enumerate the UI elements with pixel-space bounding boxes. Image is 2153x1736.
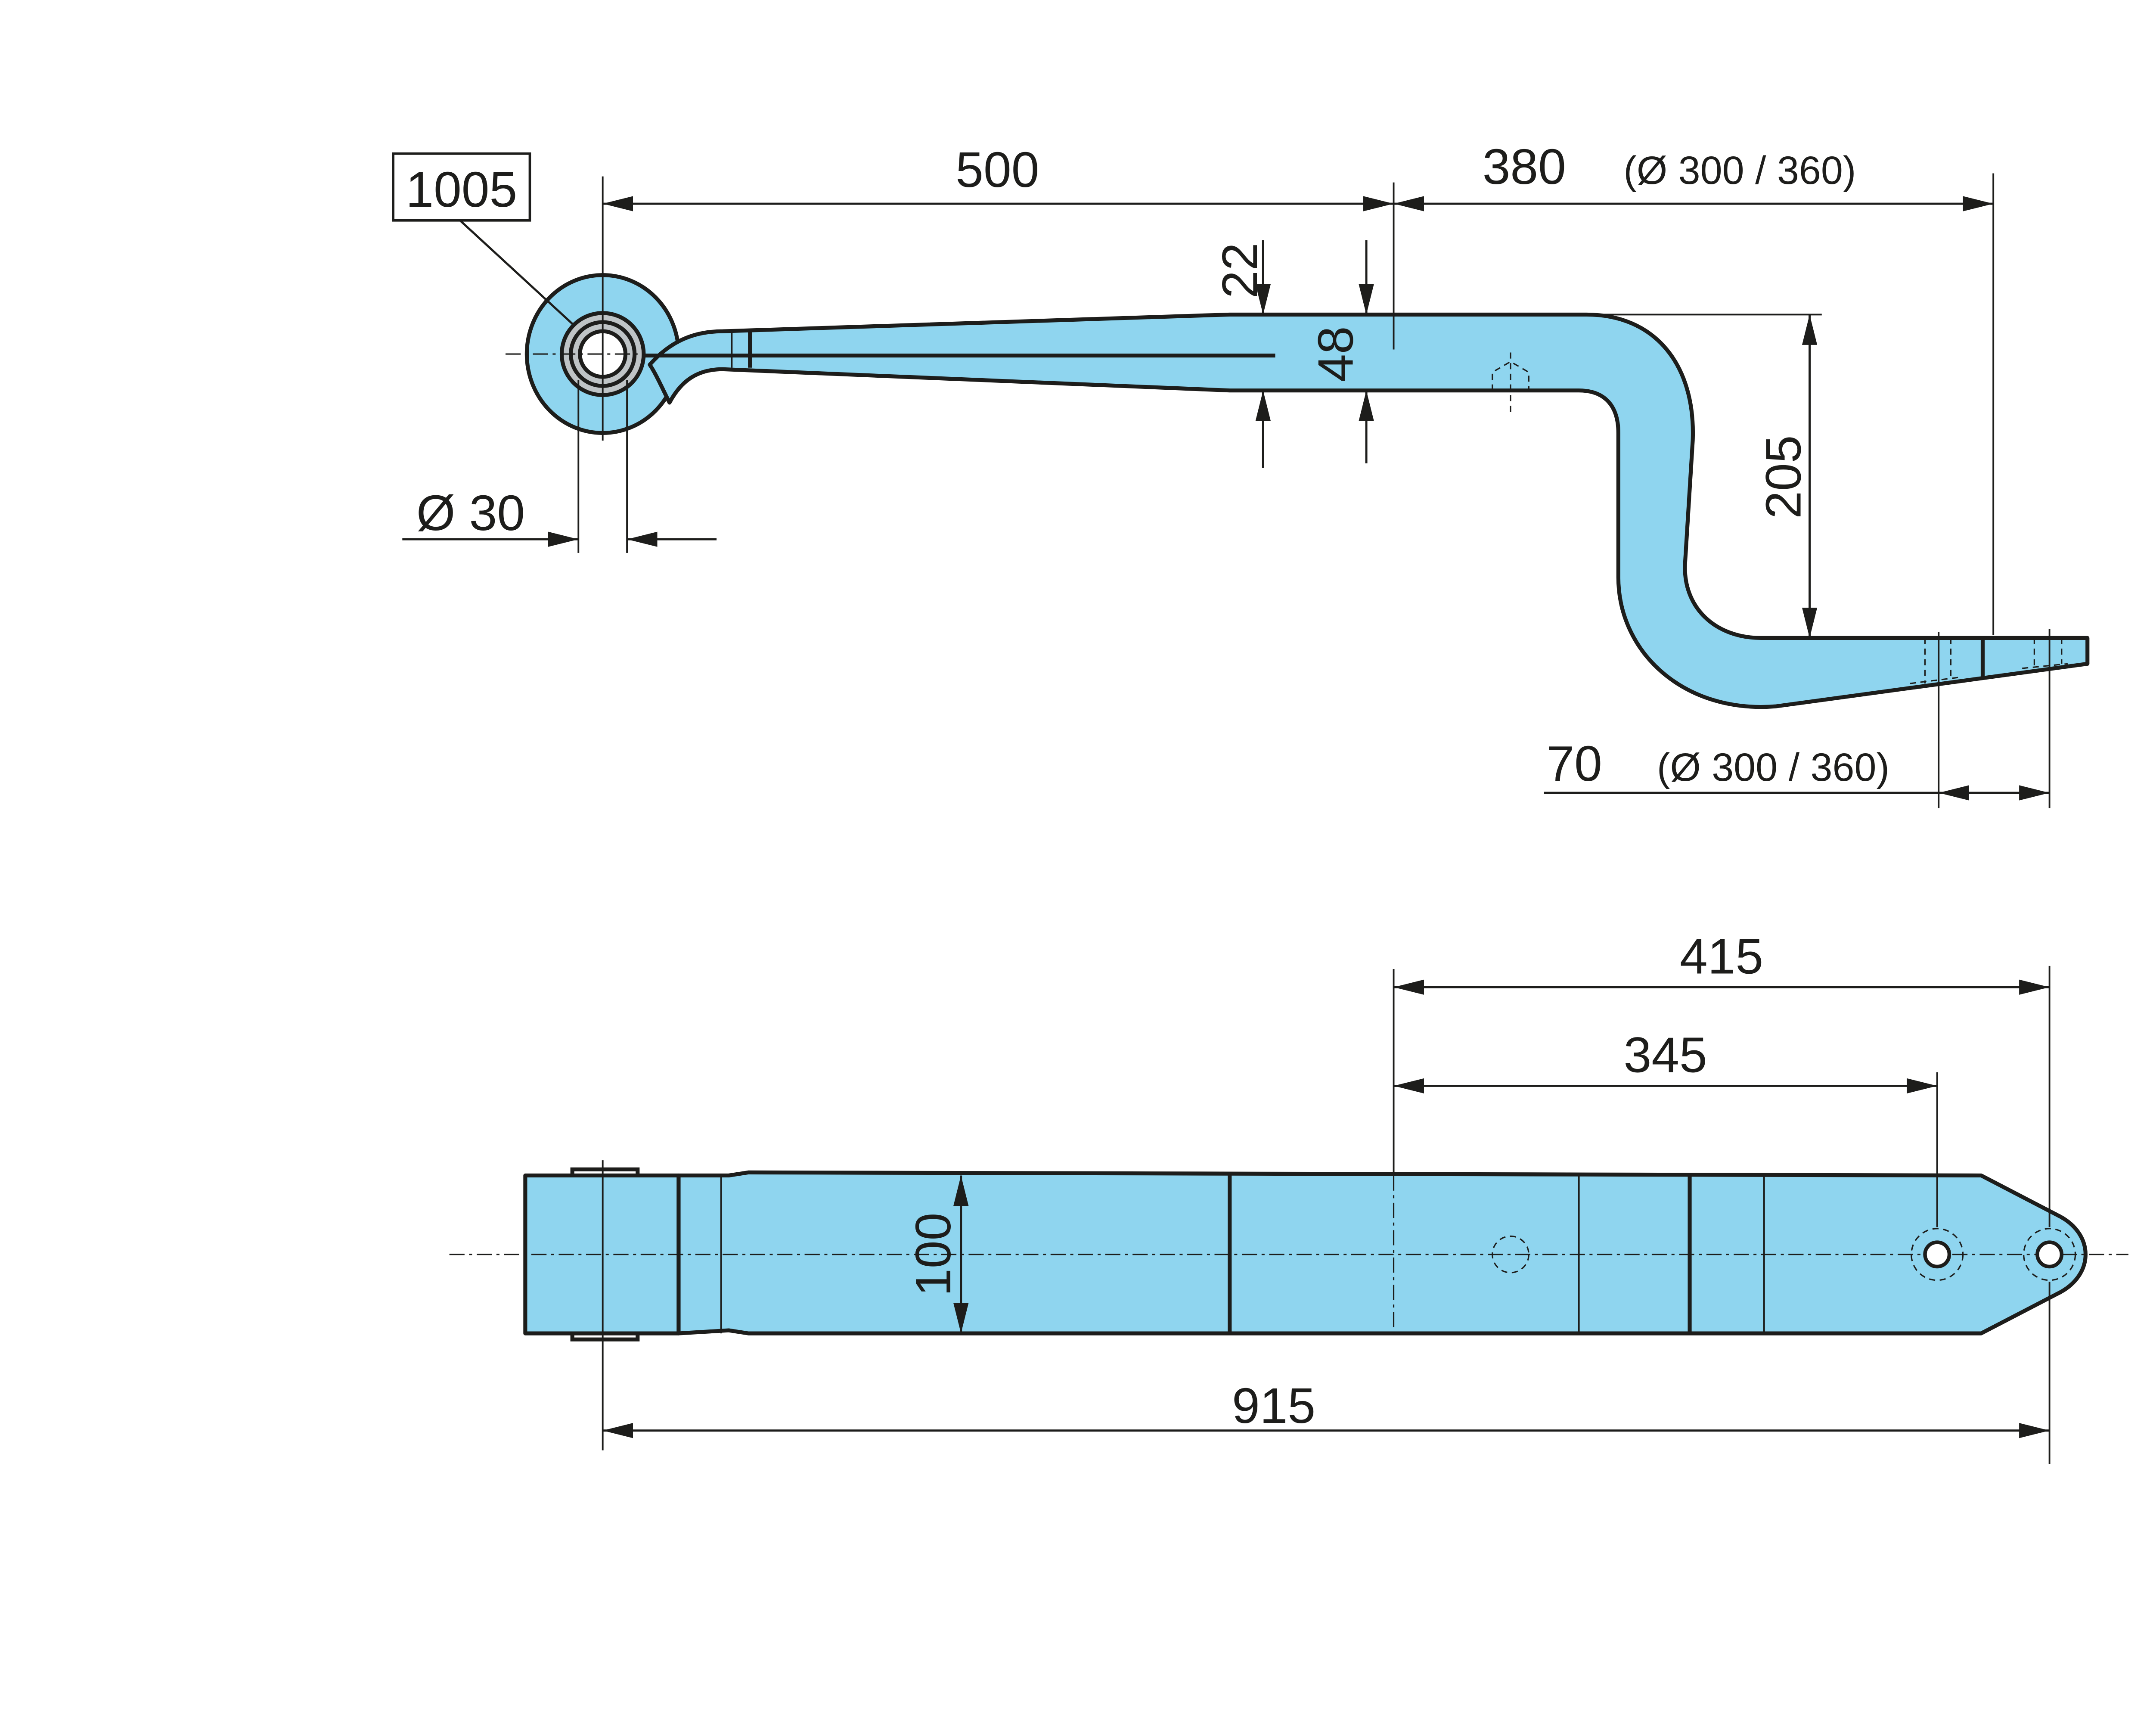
dim-bush-diameter: Ø 30 xyxy=(416,485,525,541)
side-view: 1005 500 380 (Ø 300 / 360) 22 48 205 Ø 3… xyxy=(392,139,2090,808)
spring-leaf-plan xyxy=(676,1170,2088,1335)
dim-415: 415 xyxy=(1680,929,1763,984)
dim-48: 48 xyxy=(1307,326,1363,382)
dim-380: 380 xyxy=(1483,139,1566,195)
dim-345: 345 xyxy=(1624,1027,1707,1083)
reference-number: 1005 xyxy=(406,161,517,217)
dim-205: 205 xyxy=(1755,435,1811,519)
dim-70: 70 xyxy=(1546,736,1602,792)
plan-view: 100 415 345 915 xyxy=(449,929,2128,1464)
dim-380-note: (Ø 300 / 360) xyxy=(1623,149,1856,193)
hole-345 xyxy=(1923,1240,1951,1269)
dim-915: 915 xyxy=(1232,1378,1315,1434)
dim-22: 22 xyxy=(1212,242,1268,298)
hole-415 xyxy=(2035,1240,2064,1269)
dim-70-note: (Ø 300 / 360) xyxy=(1657,745,1889,789)
hidden-hole xyxy=(1492,1235,1529,1273)
reference-box xyxy=(392,152,531,222)
dim-500: 500 xyxy=(956,142,1039,198)
dim-100: 100 xyxy=(905,1213,961,1296)
spring-leaf-side xyxy=(648,312,2090,709)
